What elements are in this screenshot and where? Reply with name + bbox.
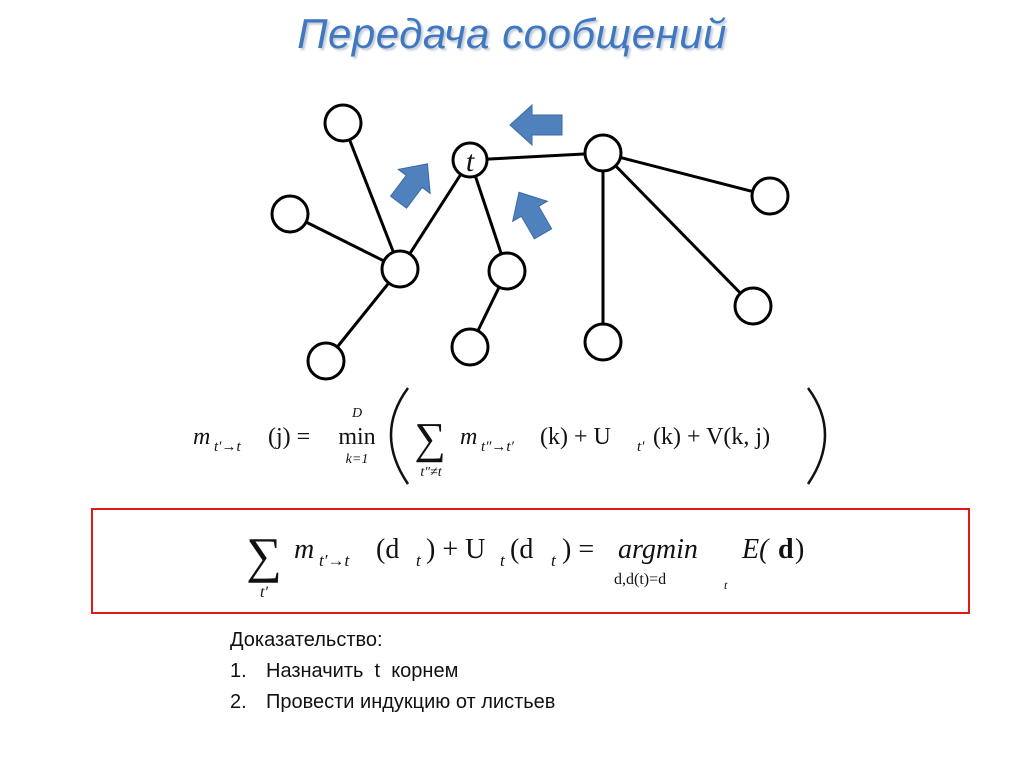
edge xyxy=(602,151,771,198)
formula1-sum: ∑ xyxy=(414,414,445,463)
formula2-argmin: argmin xyxy=(618,534,698,565)
edge xyxy=(324,268,402,362)
proof-item-number: 1. xyxy=(230,660,247,682)
formula1-lhs-arg: (j) = xyxy=(268,424,310,450)
formula1-body-u-sub: t′ xyxy=(637,439,645,455)
formula2-u-sub: t xyxy=(500,551,506,570)
formula1-body-m-sub: t″→t′ xyxy=(481,439,515,455)
arrow-up-left-icon xyxy=(511,191,553,240)
formula1-body-rest2: (k) + V(k, j) xyxy=(653,424,770,450)
proof-item: 1. Назначить t корнем xyxy=(230,656,555,687)
formula2-rest3-sub: t xyxy=(551,551,557,570)
formula2-m-sub: t′→t xyxy=(319,551,350,570)
edge xyxy=(469,151,604,162)
proof-block: Доказательство: 1. Назначить t корнем 2.… xyxy=(230,625,555,718)
tree-node xyxy=(323,103,363,143)
tree-node xyxy=(306,341,346,381)
formula2-argmin-sub-t: t xyxy=(724,578,728,592)
paren-right xyxy=(806,387,827,485)
formula2-rest1-sub: t xyxy=(416,551,422,570)
tree-node xyxy=(450,327,490,367)
formula2-energy-d: d xyxy=(778,534,794,565)
formula2-energy-close: ) xyxy=(795,534,804,565)
tree-node xyxy=(270,194,310,234)
formula2-sum-sub: t′ xyxy=(260,584,268,601)
formula2-rest3: (d xyxy=(510,534,533,565)
formula2-rest1: (d xyxy=(376,534,399,565)
graph-nodes xyxy=(270,103,790,381)
tree-node xyxy=(583,133,623,173)
formula1-min-top: D xyxy=(351,406,362,421)
formula1-sum-sub: t″≠t xyxy=(420,465,442,480)
formula2-sum: ∑ xyxy=(246,527,282,583)
highlight-box xyxy=(91,508,970,614)
arrow-left-icon xyxy=(509,103,563,147)
formula2-argmin-sub: d,d(t)=d xyxy=(614,571,666,588)
proof-item-text: Назначить t корнем xyxy=(266,660,459,682)
message-arrows xyxy=(389,103,563,240)
edge xyxy=(341,122,402,270)
graph-edges xyxy=(289,122,771,362)
formula1-lhs: m xyxy=(193,424,210,450)
formula1-body-m: m xyxy=(460,424,477,450)
proof-heading: Доказательство: xyxy=(230,629,383,651)
tree-node xyxy=(750,176,790,216)
formula2-energy: E( xyxy=(741,534,770,565)
edge xyxy=(289,212,401,271)
tree-node xyxy=(487,251,527,291)
formula1-min-op: min xyxy=(338,424,375,450)
proof-item-text: Провести индукцию от листьев xyxy=(266,691,556,713)
proof-item-number: 2. xyxy=(230,691,247,713)
paren-left xyxy=(389,387,410,485)
edge xyxy=(601,151,755,308)
formula2-m: m xyxy=(294,534,314,565)
formula2-rest2: ) + U xyxy=(426,534,485,565)
edge xyxy=(468,159,509,272)
root-node xyxy=(451,141,489,179)
proof-item: 2. Провести индукцию от листьев xyxy=(230,687,555,718)
formula2-rest4: ) = xyxy=(562,534,594,565)
tree-node xyxy=(583,322,623,362)
arrow-up-right-icon xyxy=(389,163,431,209)
slide-title: Передача сообщений xyxy=(297,10,727,57)
root-node-label: t xyxy=(466,145,475,178)
formula1-min-bottom: k=1 xyxy=(346,452,369,467)
formula1-body-rest1: (k) + U xyxy=(540,424,611,450)
tree-node xyxy=(380,249,420,289)
edge xyxy=(398,159,472,270)
argmin-formula: ∑ t′ m t′→t (d t ) + U t (d t ) = argmin… xyxy=(246,527,804,601)
formula1-lhs-sub: t′→t xyxy=(214,439,241,455)
tree-node xyxy=(733,286,773,326)
message-formula: m t′→t (j) = D min k=1 ∑ t″≠t m t″→t′ (k… xyxy=(193,387,827,485)
